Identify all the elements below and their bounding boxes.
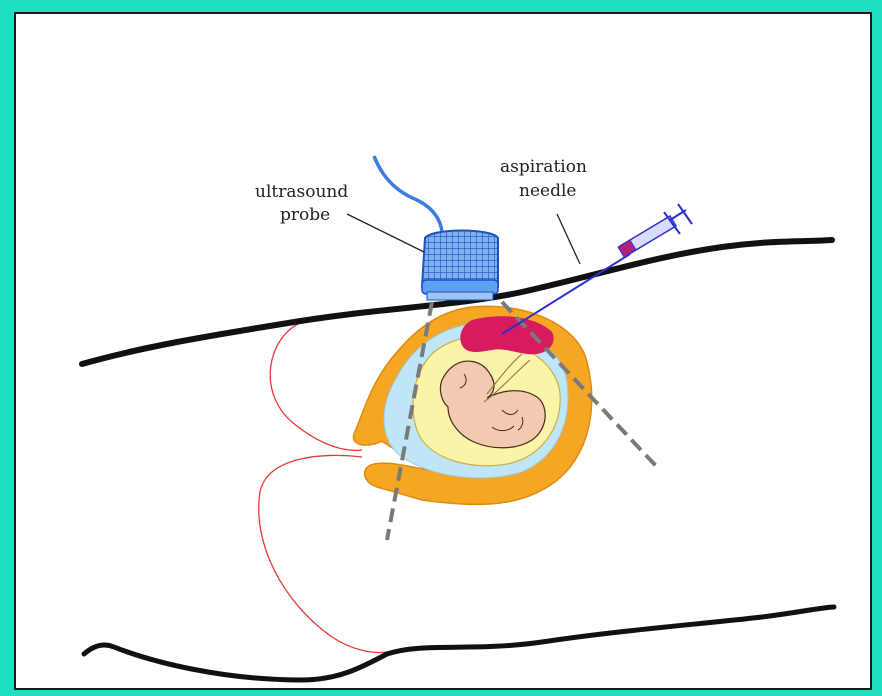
bladder-outline — [259, 322, 387, 652]
ultrasound-probe-icon — [422, 231, 498, 301]
back-contour — [84, 607, 834, 680]
syringe-icon — [618, 204, 692, 257]
probe-leader-line — [347, 214, 424, 252]
diagram-frame: ultrasound probe aspiration needle — [14, 12, 872, 690]
needle-label-line2: needle — [519, 181, 576, 201]
probe-label-line1: ultrasound — [255, 182, 348, 202]
ultrasound-guided-aspiration-diagram: ultrasound probe aspiration needle — [16, 14, 874, 692]
probe-label-line2: probe — [280, 205, 330, 225]
needle-leader-line — [557, 214, 580, 264]
probe-cable — [374, 156, 442, 234]
needle-label-line1: aspiration — [500, 157, 587, 177]
